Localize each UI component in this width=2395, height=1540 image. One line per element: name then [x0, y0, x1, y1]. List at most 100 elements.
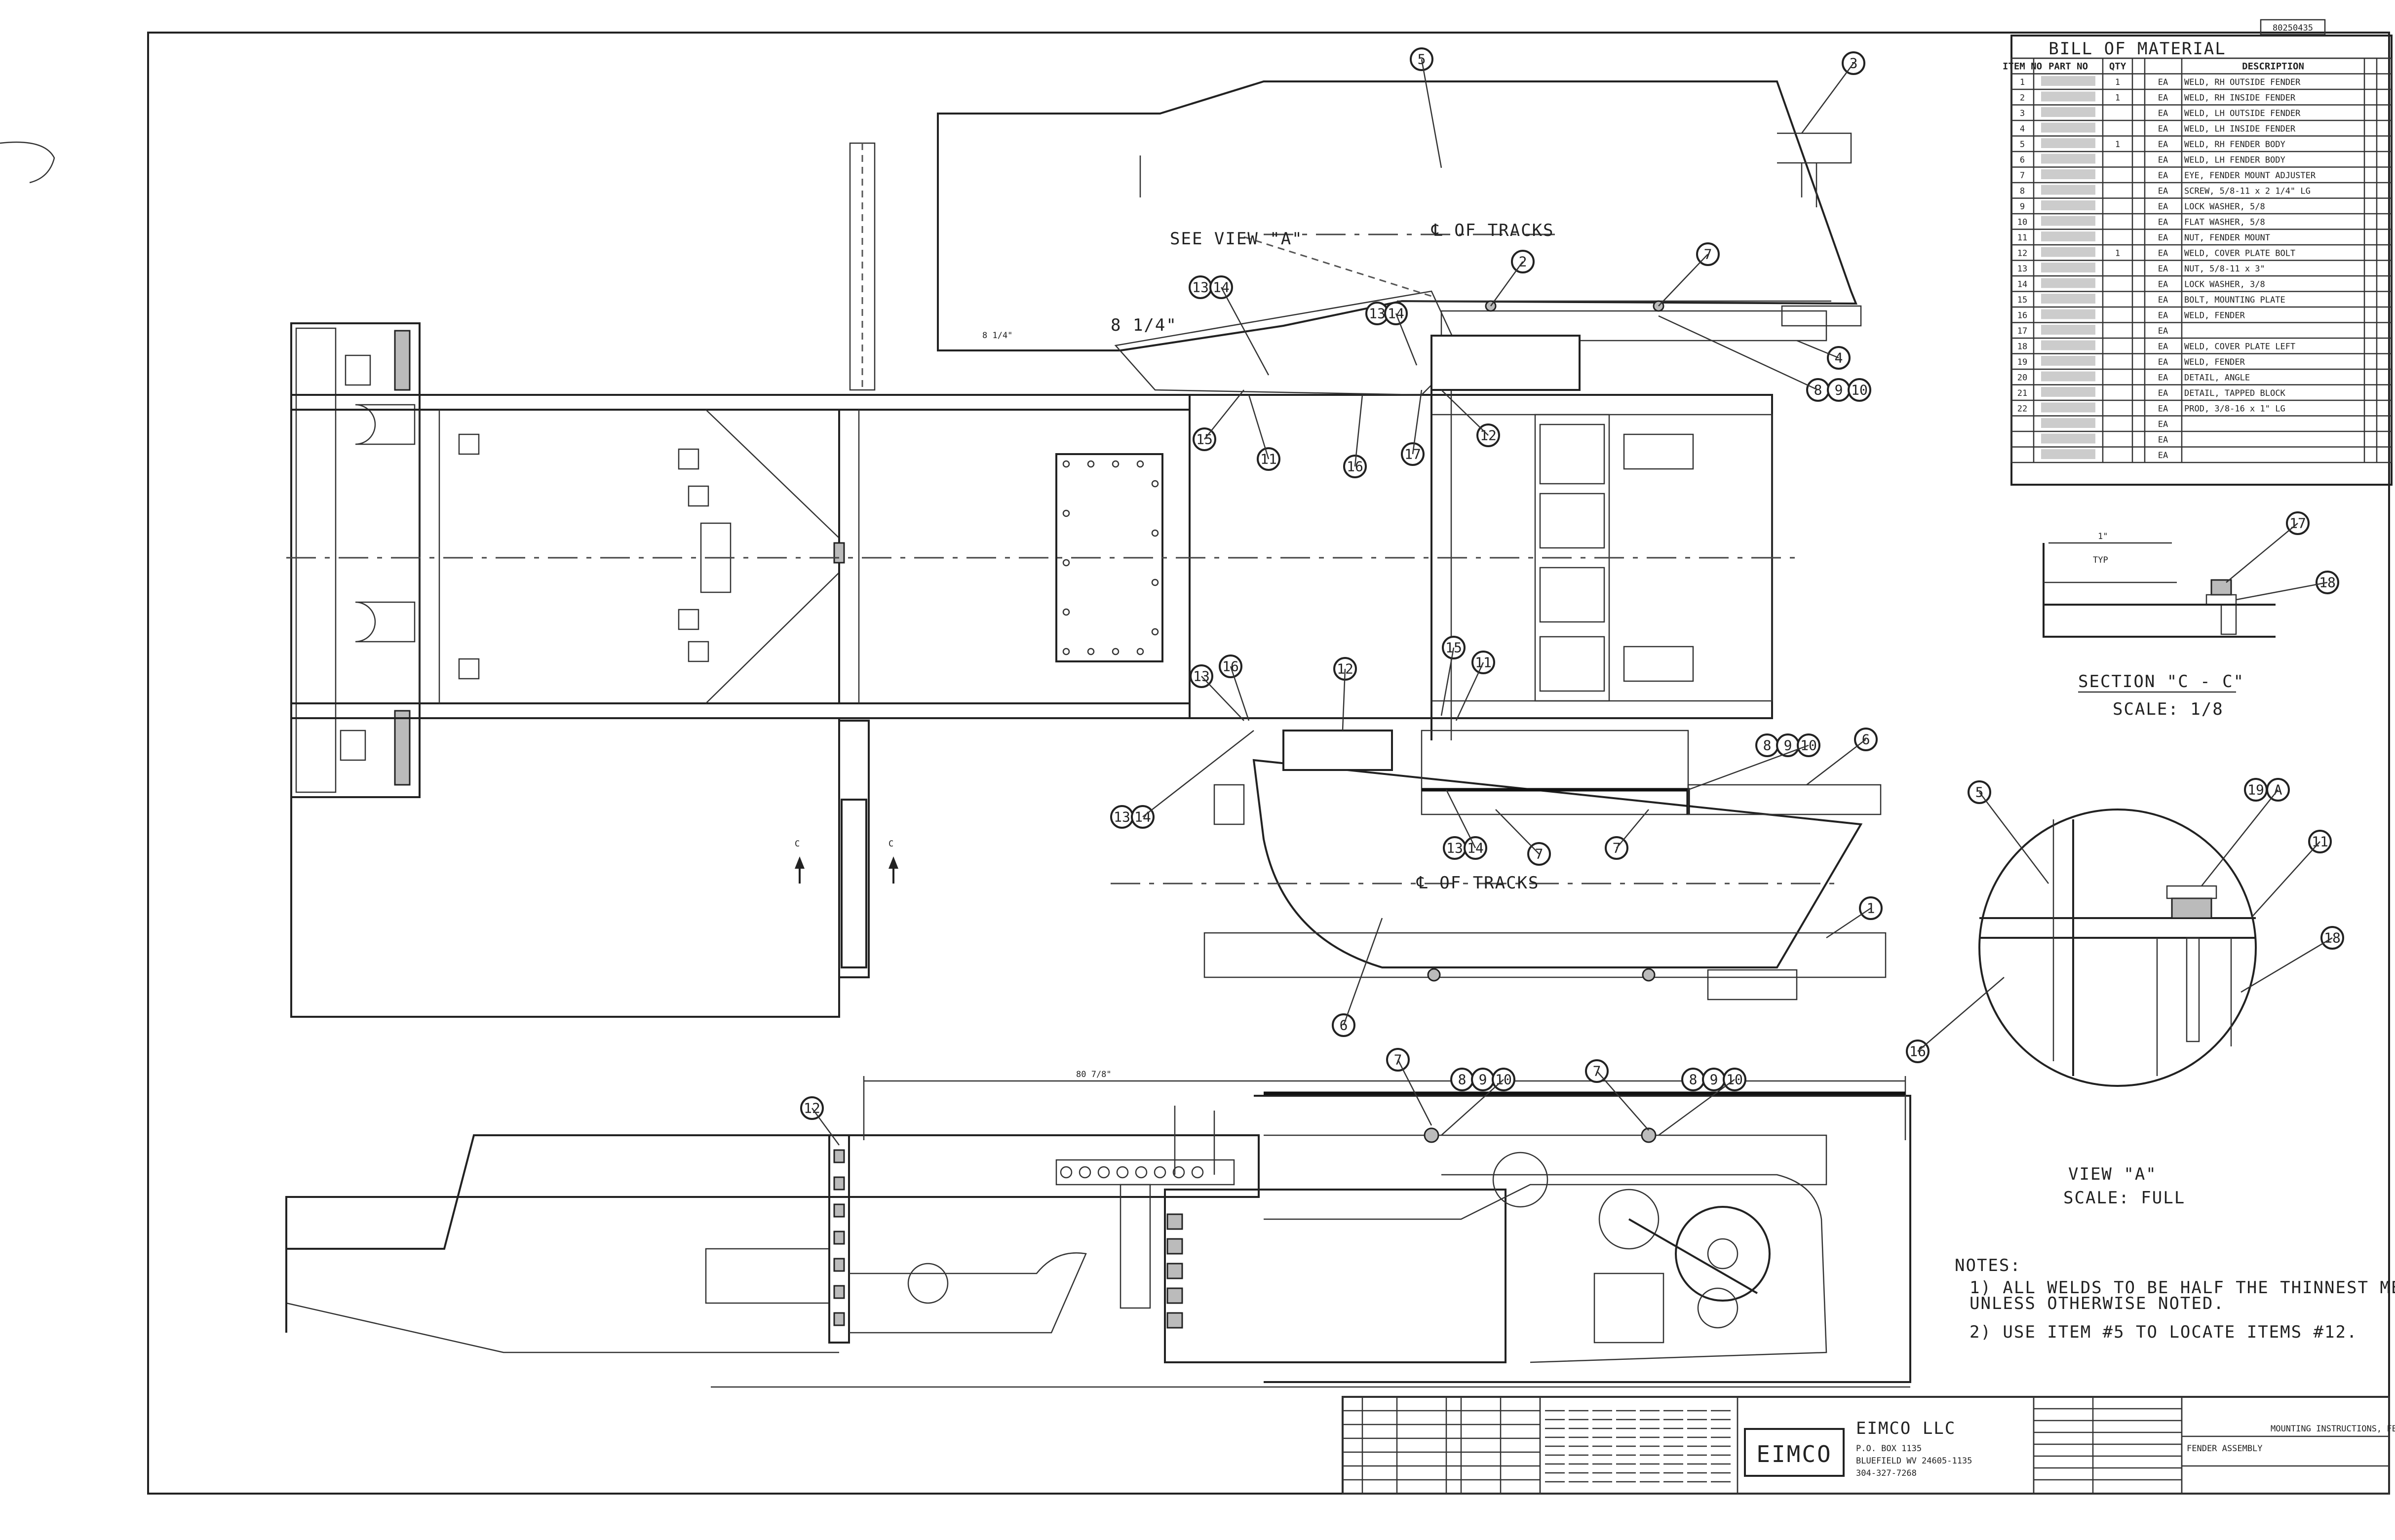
company-address: P.O. BOX 1135 — [1856, 1444, 1922, 1454]
bom-part-no-redacted — [2041, 340, 2095, 350]
bom-description: LOCK WASHER, 3/8 — [2184, 280, 2265, 290]
notes-title: NOTES: — [1955, 1256, 2021, 1275]
bom-part-no-redacted — [2041, 387, 2095, 397]
bom-item-no: 9 — [2020, 202, 2025, 212]
bom-unit: EA — [2158, 155, 2168, 165]
bom-description: DETAIL, TAPPED BLOCK — [2184, 388, 2285, 398]
bom-item-no: 19 — [2017, 357, 2027, 367]
balloon-number: 13 — [1192, 279, 1209, 296]
balloon-number: 13 — [1369, 306, 1386, 322]
bom-description: PROD, 3/8-16 x 1" LG — [2184, 404, 2285, 414]
bom-description: NUT, FENDER MOUNT — [2184, 233, 2270, 243]
leader-line — [1658, 254, 1708, 307]
see-view-a-label: SEE VIEW "A" — [1170, 229, 1303, 249]
bom-item-no: 6 — [2020, 155, 2025, 165]
plate-bolt — [1151, 578, 1159, 586]
bom-unit: EA — [2158, 357, 2168, 367]
bom-part-no-redacted — [2041, 76, 2095, 86]
bom-item-no: 20 — [2017, 373, 2027, 383]
leader-line — [2201, 789, 2279, 886]
leader-line — [1441, 1079, 1504, 1136]
bom-item-no: 4 — [2020, 124, 2025, 134]
bom-unit: EA — [2158, 404, 2168, 414]
bom-item-no: 5 — [2020, 140, 2025, 150]
row-bolt — [1097, 1166, 1110, 1179]
bom-unit: EA — [2158, 249, 2168, 259]
leader-line — [1342, 668, 1346, 731]
bom-part-no-redacted — [2041, 356, 2095, 366]
leader-line — [1412, 389, 1423, 455]
leader-line — [2236, 581, 2328, 601]
bom-unit: EA — [2158, 373, 2168, 383]
bom-unit: EA — [2158, 420, 2168, 429]
bottom-fender: ℄ OF TRACKS — [1111, 730, 1887, 1001]
bom-item-no: 11 — [2017, 233, 2027, 243]
balloon-number: 10 — [1851, 382, 1868, 398]
bom-item-no: 18 — [2017, 342, 2027, 352]
row-bolt — [1172, 1166, 1185, 1179]
bom-header-4: DESCRIPTION — [2242, 61, 2304, 72]
company-address2: BLUEFIELD WV 24605-1135 — [1856, 1456, 1972, 1466]
balloon-number: 8 — [1689, 1072, 1698, 1088]
bom-description: WELD, COVER PLATE LEFT — [2184, 342, 2295, 352]
bom-part-no-redacted — [2041, 325, 2095, 335]
bom-header-1: PART NO — [2048, 61, 2088, 72]
note-1b: UNLESS OTHERWISE NOTED. — [1970, 1294, 2225, 1313]
leader-line — [1658, 315, 1818, 391]
bom-part-no-redacted — [2041, 138, 2095, 148]
plate-bolt — [1087, 460, 1095, 468]
view-a-detail: VIEW "A" SCALE: FULL — [1978, 808, 2257, 1208]
side-bolt — [833, 1231, 845, 1245]
plate-bolt — [1062, 509, 1070, 517]
row-bolt — [1154, 1166, 1166, 1179]
bom-item-no: 21 — [2017, 388, 2027, 398]
bom-description: SCREW, 5/8-11 x 2 1/4" LG — [2184, 187, 2311, 196]
plate-bolt — [1087, 648, 1095, 655]
bom-description: LOCK WASHER, 5/8 — [2184, 202, 2265, 212]
section-c-c: 1" TYP SECTION "C - C" SCALE: 1/8 — [2043, 532, 2276, 719]
balloon-number: 8 — [1763, 737, 1772, 754]
drawing-title: MOUNTING INSTRUCTIONS, FENDERS — [2271, 1424, 2395, 1434]
bom-part-no-redacted — [2041, 216, 2095, 226]
leader-line — [1343, 918, 1383, 1026]
leader-line — [1248, 394, 1270, 460]
leader-line — [1495, 809, 1540, 854]
bom-item-no: 17 — [2017, 326, 2027, 336]
bom-qty: 1 — [2115, 77, 2120, 87]
bom-description: WELD, LH INSIDE FENDER — [2184, 124, 2296, 134]
leader-line — [1490, 261, 1524, 307]
leader-line — [1421, 59, 1442, 168]
bom-part-no-redacted — [2041, 294, 2095, 304]
bom-description: WELD, FENDER — [2184, 311, 2245, 321]
leader-line — [1688, 744, 1809, 791]
leader-line — [2226, 523, 2298, 583]
bom-item-no: 3 — [2020, 109, 2025, 118]
title-block: EIMCO EIMCO LLC P.O. BOX 1135 BLUEFIELD … — [1342, 1396, 2395, 1495]
leader-line — [1445, 789, 1476, 848]
bom-item-no: 16 — [2017, 311, 2027, 321]
balloon-number: 9 — [1835, 382, 1843, 398]
plate-bolt — [1151, 480, 1159, 488]
side-bolt — [833, 1312, 845, 1326]
leader-line — [1616, 809, 1649, 848]
section-typ: TYP — [2093, 555, 2108, 565]
section-title: SECTION "C - C" — [2078, 672, 2244, 692]
balloon-number: 9 — [1784, 737, 1792, 754]
bom-unit: EA — [2158, 388, 2168, 398]
plate-bolts — [1062, 460, 1159, 655]
bom-description: WELD, COVER PLATE BOLT — [2184, 249, 2295, 259]
side-bolt — [833, 1203, 845, 1218]
plan-view-frame: C C — [286, 142, 1802, 1018]
leader-line — [1796, 340, 1839, 359]
drawing-border — [147, 32, 2390, 1495]
bom-unit: EA — [2158, 342, 2168, 352]
leader-line — [1201, 676, 1244, 721]
plate-bolt — [1136, 460, 1144, 468]
dim-small: 8 1/4" — [982, 331, 1012, 341]
leader-line — [2250, 841, 2320, 919]
balloon-number: 19 — [2247, 782, 2264, 798]
bom-item-no: 1 — [2020, 77, 2025, 87]
balloon-number: 8 — [1458, 1072, 1467, 1088]
bom-part-no-redacted — [2041, 449, 2095, 459]
bom-unit: EA — [2158, 280, 2168, 290]
